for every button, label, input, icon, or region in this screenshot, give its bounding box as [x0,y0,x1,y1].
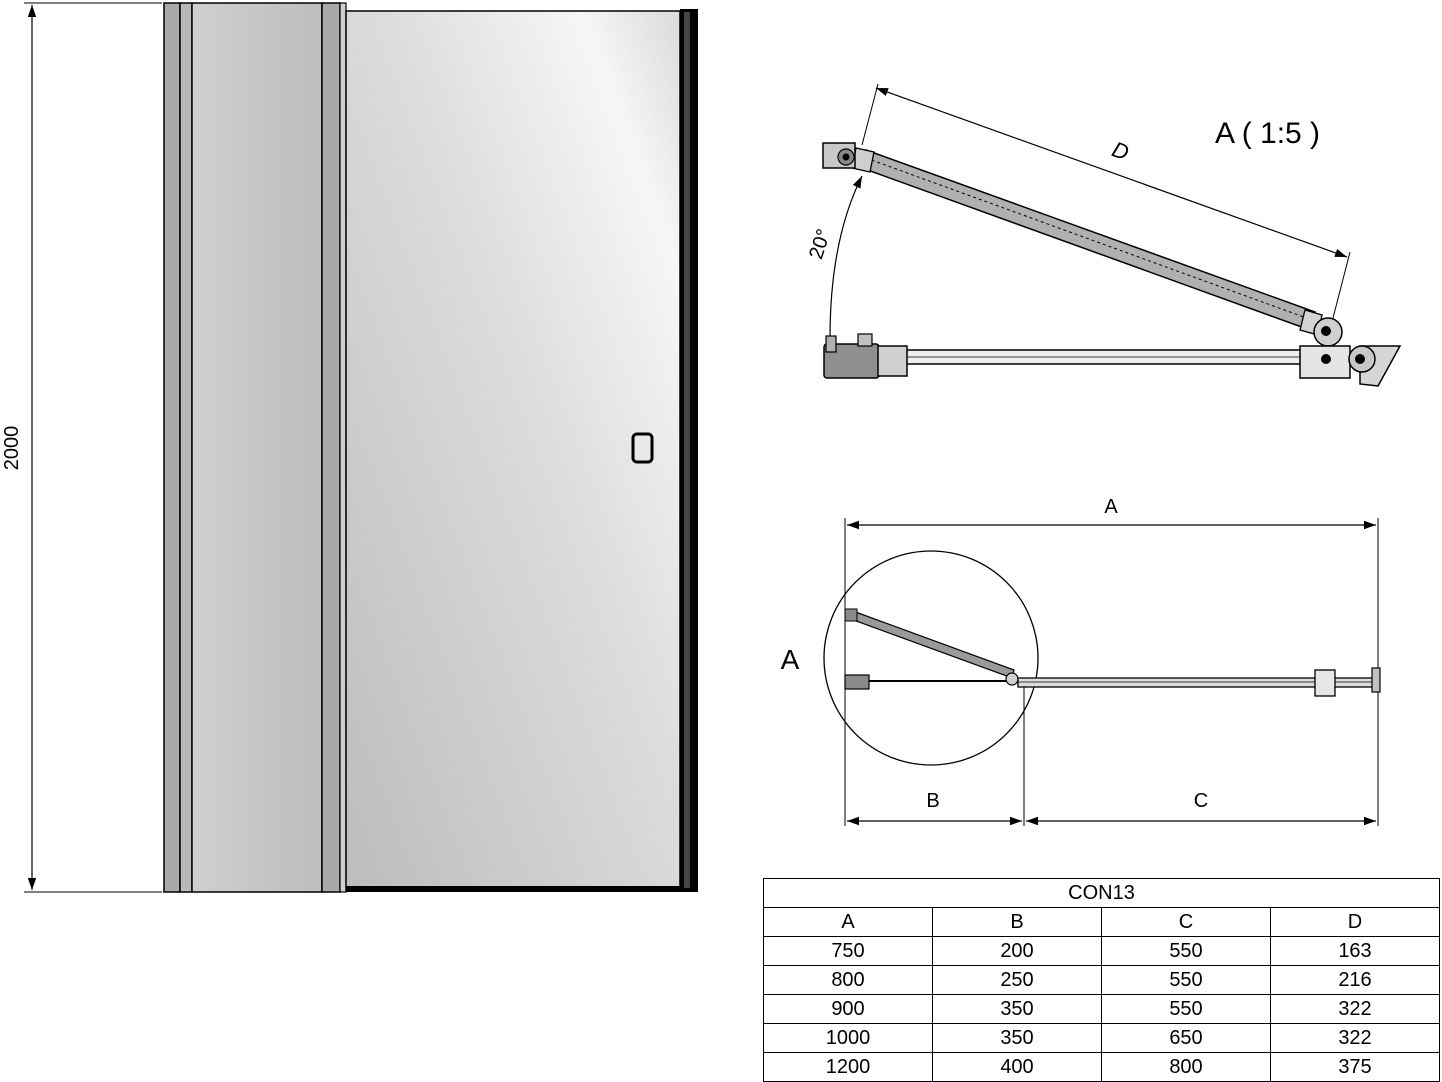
dimension-d-label: D [1109,136,1133,165]
table-row: 1200 400 800 375 [763,1052,1440,1082]
angled-door-panel [861,149,1316,331]
detail-a: A ( 1:5 ) D 20° [805,83,1402,387]
table-cell: 800 [763,965,933,995]
table-cell: 550 [1101,994,1271,1024]
table-cell: 1200 [763,1052,933,1082]
table-header-row: A B C D [763,907,1440,937]
fixed-glass-panel [191,2,323,893]
table-title-row: CON13 [763,878,1440,908]
door-elevation: 2000 [1,2,698,893]
height-label: 2000 [1,426,23,471]
table-cell: 650 [1101,1023,1271,1053]
detail-marker-label: A [781,644,800,675]
table-cell: 322 [1270,994,1440,1024]
table-cell: 216 [1270,965,1440,995]
hinge-profile [321,2,341,893]
width-b-label: B [926,790,939,812]
table-cell: 350 [932,994,1102,1024]
column-header: C [1101,907,1271,937]
width-c-label: C [1194,790,1208,812]
detail-title: A ( 1:5 ) [1215,117,1320,150]
table-cell: 250 [932,965,1102,995]
table-cell: 400 [932,1052,1102,1082]
table-cell: 322 [1270,1023,1440,1053]
table-cell: 163 [1270,936,1440,966]
bottom-seal [346,886,698,892]
model-name: CON13 [763,878,1440,908]
table-row: 750 200 550 163 [763,936,1440,966]
angle-label: 20° [805,226,835,262]
table-cell: 200 [932,936,1102,966]
table-cell: 750 [763,936,933,966]
overall-width-label: A [1104,496,1118,518]
table-row: 1000 350 650 322 [763,1023,1440,1053]
table-cell: 900 [763,994,933,1024]
table-cell: 350 [932,1023,1102,1053]
table-cell: 375 [1270,1052,1440,1082]
detail-circle [823,550,1039,766]
table-cell: 1000 [763,1023,933,1053]
table-row: 900 350 550 322 [763,994,1440,1024]
size-table: CON13 A B C D 750 200 550 163 800 250 55… [763,878,1440,1082]
plan-view: A B C A [781,496,1381,826]
table-cell: 800 [1101,1052,1271,1082]
column-header: B [932,907,1102,937]
table-cell: 550 [1101,936,1271,966]
table-cell: 550 [1101,965,1271,995]
wall-profile [163,2,181,893]
door-glass [345,10,681,890]
door-handle [631,432,654,464]
column-header: D [1270,907,1440,937]
column-header: A [763,907,933,937]
table-row: 800 250 550 216 [763,965,1440,995]
